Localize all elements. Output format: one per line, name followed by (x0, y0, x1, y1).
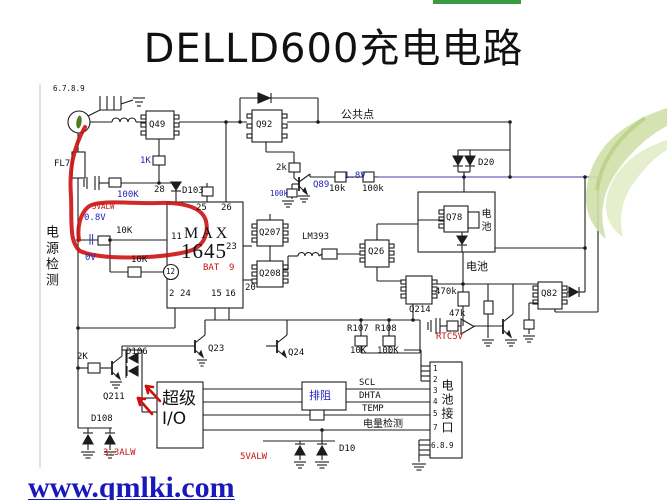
label-10k-a: 10K (116, 226, 133, 236)
label-0v: 0V (85, 253, 96, 263)
label-conn-pins-689: 6.8.9 (431, 441, 454, 450)
label-q24: Q24 (288, 348, 305, 358)
label-q82: Q82 (541, 289, 558, 299)
label-pin15: 15 (211, 289, 222, 299)
label-q214: Q214 (409, 305, 431, 315)
label-q23: Q23 (208, 344, 225, 354)
super-io-box (156, 381, 204, 449)
label-battery-mid: 电池 (466, 260, 488, 273)
label-power-detect: 电源检测 (43, 225, 58, 289)
label-5valw-top: 5VALW (92, 202, 115, 211)
label-d108: D108 (91, 414, 113, 424)
top-pins-label: 6.7.8.9 (53, 84, 85, 93)
watermark: www.qmlki.com (28, 471, 235, 500)
red-arrow-annotations (136, 384, 162, 416)
label-2k-q211: 2K (77, 352, 88, 362)
label-battery-q78: 电池 (479, 208, 490, 234)
label-1645: 1645 (181, 239, 227, 263)
label-lm393: LM393 (302, 232, 330, 242)
label-d10: D10 (339, 444, 356, 454)
label-1k: 1K (140, 156, 151, 166)
label-d106: D106 (126, 347, 148, 357)
label-parallel: ‖ (88, 232, 95, 245)
label-100k-row: 100k (362, 184, 384, 194)
label-q89: Q89 (313, 180, 330, 190)
label-q92: Q92 (256, 120, 273, 130)
label-47k: 47k (449, 309, 466, 319)
label-10k-b: 10K (131, 255, 148, 265)
label-r108-value: 100K (377, 346, 399, 356)
junction-dots (76, 120, 587, 432)
label-conn-pin2: 2 (433, 375, 438, 384)
ic-q208 (251, 260, 289, 288)
label-r107: R107 (347, 324, 369, 334)
label-q208: Q208 (259, 269, 281, 279)
label-pin16: 16 (225, 289, 236, 299)
battery-connector-box (429, 361, 463, 459)
ic-q92 (246, 109, 288, 143)
red-loop-annotation (68, 125, 209, 260)
label-470k: 470k (435, 287, 457, 297)
resistor-pack-box (301, 381, 347, 411)
label-pin26: 26 (221, 203, 232, 213)
top-green-bar (433, 0, 521, 4)
label-pin28: 28 (154, 185, 165, 195)
label-100k-q89: 100k (270, 189, 289, 198)
label-conn-pin5: 5 (433, 409, 438, 418)
label-3v3alw: 3.3ALW (103, 448, 136, 458)
label-q211: Q211 (103, 392, 125, 402)
label-gauge-detect: 电量检测 (363, 419, 403, 430)
label-pin24: 24 (180, 289, 191, 299)
label-battery-connector: 电池接口 (440, 379, 454, 435)
label-common-point: 公共点 (341, 108, 374, 121)
label-conn-pin4: 4 (433, 397, 438, 406)
label-1v8: 1.8V (344, 171, 366, 181)
label-pin12: 12 (166, 267, 176, 276)
ic-q214 (400, 275, 438, 305)
battery-section-box (417, 191, 496, 253)
label-0v8: 0.8V (84, 213, 106, 223)
label-super-io-cn: 超级 (162, 389, 196, 409)
label-conn-pin7: 7 (433, 423, 438, 432)
corner-swirl-decoration (585, 108, 667, 239)
label-pin2: 2 (169, 289, 175, 299)
label-r108: R108 (375, 324, 397, 334)
label-max: MAX (184, 225, 231, 242)
label-fl7: FL7 (54, 159, 71, 169)
label-r107-value: 10K (350, 346, 367, 356)
power-pin-icon (76, 115, 82, 129)
label-q26: Q26 (368, 247, 385, 257)
label-5valw-bottom: 5VALW (240, 452, 268, 462)
label-pin20: 20 (245, 283, 256, 293)
label-10k-row: 10k (329, 184, 346, 194)
label-temp: TEMP (362, 404, 384, 414)
label-pin23: 23 (226, 242, 237, 252)
label-pin9: 9 (229, 263, 235, 273)
label-scl: SCL (359, 378, 376, 388)
label-2k: 2k (276, 163, 287, 173)
label-q49: Q49 (149, 120, 166, 130)
label-d20: D20 (478, 158, 495, 168)
page-title: DELLD600充电电路 (143, 26, 524, 72)
ic-q82 (532, 281, 568, 310)
label-q207: Q207 (259, 228, 281, 238)
label-rtc5v: RTC5V (436, 332, 464, 342)
ground-symbols (81, 195, 535, 471)
label-super-io: I/O (162, 409, 187, 429)
label-q78: Q78 (446, 213, 463, 223)
label-conn-pin1: 1 (433, 364, 438, 373)
label-dhta: DHTA (359, 391, 381, 401)
label-d103: D103 (182, 186, 204, 196)
label-bat: BAT (203, 263, 220, 273)
wire-layer (39, 84, 599, 471)
label-resistor-pack: 排阻 (309, 389, 331, 402)
ic-q78 (438, 205, 480, 233)
red-annotation-layer (68, 125, 209, 416)
label-pin25: 25 (196, 203, 207, 213)
ic-q49 (140, 110, 180, 140)
label-100k-cap: 100K (117, 190, 139, 200)
label-pin11: 11 (171, 232, 182, 242)
label-conn-pin3: 3 (433, 386, 438, 395)
